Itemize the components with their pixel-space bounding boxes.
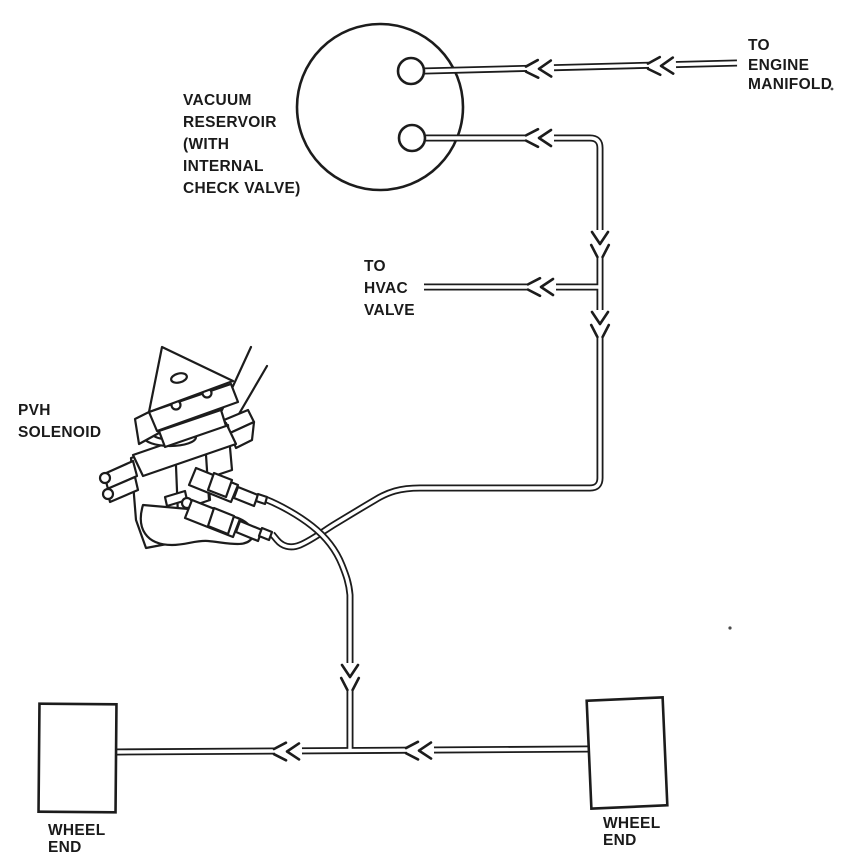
connector-chevron: [646, 55, 678, 77]
label-wheel-end-right: WHEEL END: [603, 815, 660, 849]
label-line: END: [603, 832, 637, 849]
label-line: SOLENOID: [18, 424, 102, 441]
label-line: RESERVOIR: [183, 114, 277, 131]
wheel-end-right-box: [585, 696, 669, 810]
label-line: INTERNAL: [183, 158, 264, 175]
connector-chevron: [524, 127, 556, 149]
reservoir-port-top: [396, 56, 426, 86]
tube-to-engine-manifold: [424, 63, 737, 71]
label-line: VACUUM: [183, 92, 252, 109]
pvh-solenoid-drawing: [98, 345, 274, 550]
scan-speck: [830, 87, 834, 91]
label-line: WHEEL: [603, 815, 661, 832]
connector-chevron: [589, 228, 611, 259]
label-line: (WITH: [183, 136, 230, 153]
connector-chevron: [339, 661, 361, 692]
connector-chevron: [526, 276, 558, 298]
label-line: VALVE: [364, 302, 415, 319]
connector-chevron: [272, 741, 304, 762]
label-line: CHECK VALVE): [183, 180, 301, 197]
scan-speck: [728, 626, 732, 630]
label-hvac-valve: TO HVAC VALVE: [364, 256, 415, 322]
label-wheel-end-left: WHEEL END: [48, 822, 105, 856]
label-line: ENGINE: [748, 56, 810, 74]
label-vacuum-reservoir: VACUUM RESERVOIR (WITH INTERNAL CHECK VA…: [183, 90, 301, 200]
tube-reservoir-to-solenoid: [272, 138, 600, 547]
label-pvh-solenoid: PVH SOLENOID: [18, 400, 101, 444]
label-line: END: [48, 839, 82, 856]
label-line: TO: [364, 258, 386, 275]
label-line: WHEEL: [48, 822, 106, 839]
wheel-end-left-box: [37, 702, 118, 814]
connector-chevron: [589, 308, 611, 339]
label-line: TO: [748, 37, 770, 54]
vacuum-reservoir-drawing: [295, 22, 465, 192]
reservoir-port-bottom: [397, 123, 427, 153]
connector-chevron: [524, 58, 556, 80]
label-line: PVH: [18, 402, 51, 419]
label-engine-manifold: TO ENGINE MANIFOLD: [748, 36, 832, 95]
connector-chevron: [404, 740, 436, 761]
label-line: HVAC: [364, 280, 408, 297]
label-line: MANIFOLD: [748, 76, 833, 93]
